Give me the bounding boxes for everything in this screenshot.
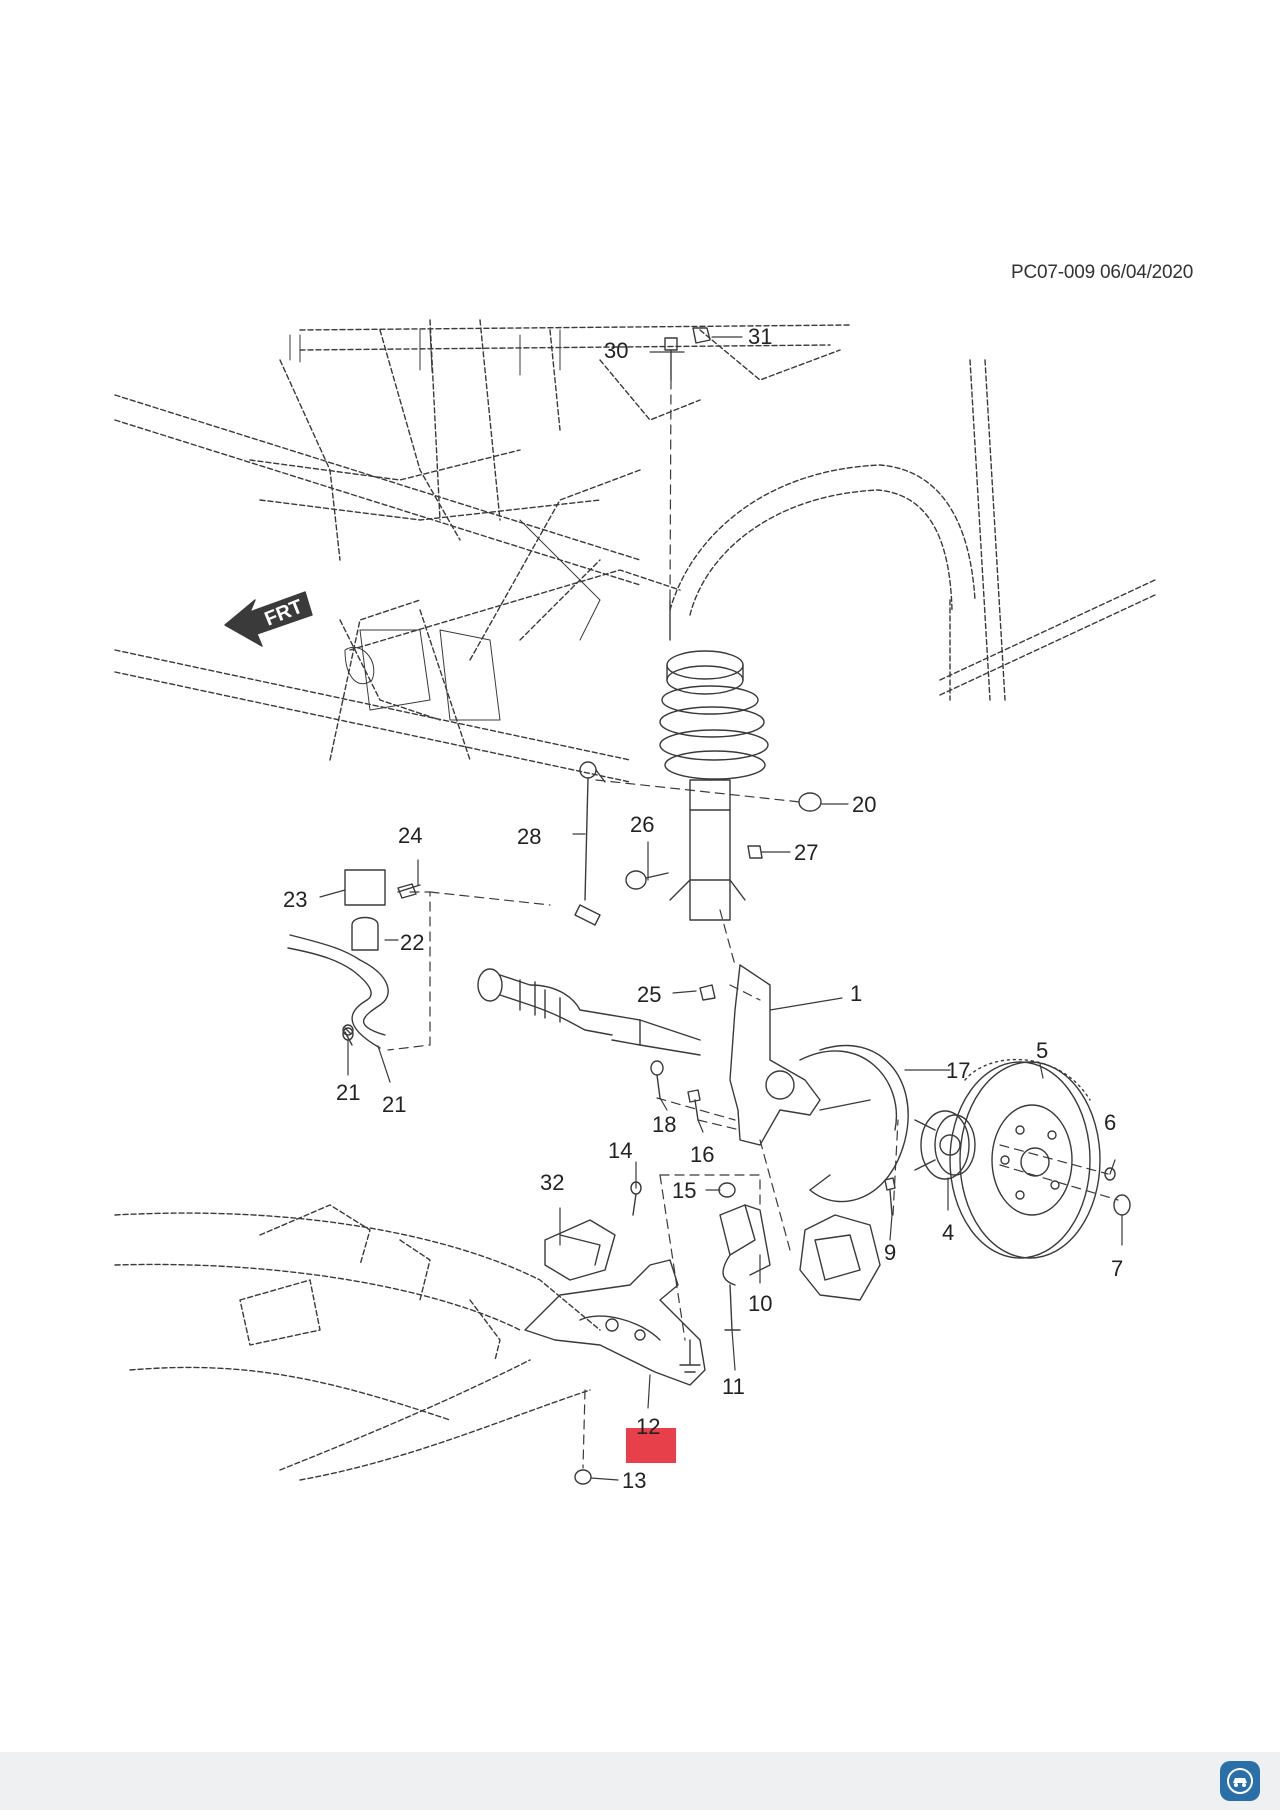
- car-service-app-icon[interactable]: [1220, 1761, 1260, 1801]
- callout-12: 12: [636, 1414, 660, 1439]
- callout-30: 30: [604, 338, 628, 363]
- callout-13: 13: [622, 1468, 646, 1493]
- callout-25: 25: [637, 982, 661, 1007]
- body-detail-strokes: [289, 329, 601, 721]
- callout-28: 28: [517, 824, 541, 849]
- callout-18: 18: [652, 1112, 676, 1137]
- callout-9: 9: [884, 1240, 896, 1265]
- callout-16: 16: [690, 1142, 714, 1167]
- callout-27: 27: [794, 840, 818, 865]
- callout-14: 14: [608, 1138, 632, 1163]
- callout-21-lower: 21: [336, 1080, 360, 1105]
- body-structure: [114, 319, 1156, 783]
- stabilizer-bar: [287, 869, 421, 1049]
- callout-10: 10: [748, 1291, 772, 1316]
- callout-32: 32: [540, 1170, 564, 1195]
- callout-21-upper: 20: [852, 792, 876, 817]
- callout-24: 24: [398, 823, 422, 848]
- steering-knuckle: [729, 964, 821, 1146]
- assembly-guide-lines: [387, 379, 1119, 1469]
- lower-subframe: [114, 1204, 601, 1481]
- callout-4: 4: [942, 1220, 954, 1245]
- callout-5: 5: [1036, 1038, 1048, 1063]
- callout-1: 1: [850, 981, 862, 1006]
- callout-11: 11: [722, 1374, 745, 1399]
- callout-7: 7: [1111, 1256, 1123, 1281]
- callout-22: 22: [400, 930, 424, 955]
- car-icon: [1227, 1768, 1253, 1794]
- callout-31: 31: [748, 324, 772, 349]
- callout-numbers: 30 31 20 27 26 28 24 23 22 21 21 25 1 17…: [283, 324, 1123, 1493]
- callout-leaders: [319, 336, 1123, 1481]
- bottom-bar: [0, 1752, 1280, 1810]
- brake-caliper-bracket: [799, 1214, 881, 1301]
- front-direction-arrow: FRT: [224, 591, 313, 647]
- callout-23: 23: [283, 887, 307, 912]
- brake-dust-shield: [799, 1044, 909, 1203]
- bracket: [544, 1219, 616, 1281]
- reference-code: PC07-009 06/04/2020: [1011, 262, 1194, 283]
- drive-shaft: [477, 968, 701, 1056]
- callout-26: 26: [630, 812, 654, 837]
- callout-17: 17: [946, 1058, 970, 1083]
- callout-6: 6: [1104, 1110, 1116, 1135]
- hardware-bolts-nuts: [342, 327, 1131, 1485]
- callout-15: 15: [672, 1178, 696, 1203]
- brake-rotor: [949, 1058, 1101, 1259]
- stabilizer-link: [574, 761, 606, 926]
- callout-20: 21: [382, 1092, 406, 1117]
- highlight-marker: [626, 1428, 676, 1463]
- strut-assembly: [659, 599, 769, 921]
